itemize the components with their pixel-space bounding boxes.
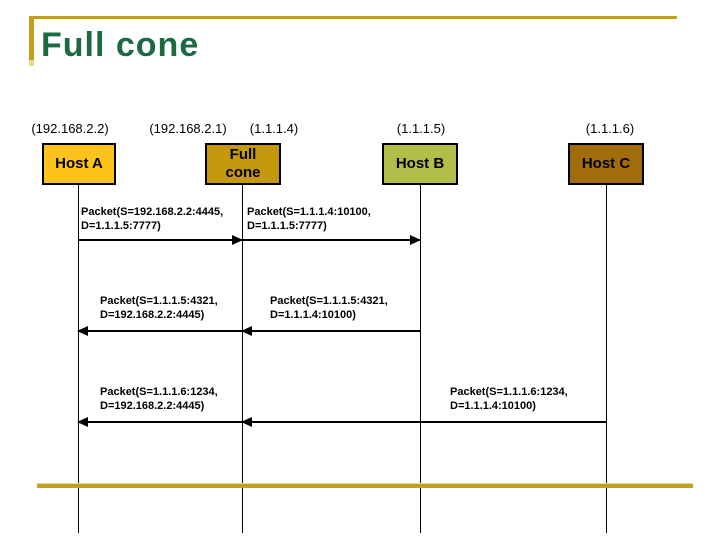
packet-label-line: D=1.1.1.5:7777): [247, 220, 327, 232]
title-accent-bar-tip: [29, 60, 34, 66]
arrow-b-to-nat: [241, 326, 420, 336]
lifeline-host-c: [606, 185, 607, 533]
node-host-a: Host A: [42, 143, 116, 185]
lifeline-nat: [242, 185, 243, 533]
node-nat-label-line1: Full: [229, 146, 257, 163]
arrow-c-to-nat: [241, 417, 606, 427]
node-nat-label-line2: cone: [225, 164, 261, 181]
title-accent-bar: [29, 16, 34, 60]
packet-label-line: Packet(S=192.168.2.2:4445,: [81, 206, 224, 218]
packet-label-nat-to-b: Packet(S=1.1.1.4:10100, D=1.1.1.5:7777): [247, 205, 371, 233]
packet-label-line: Packet(S=1.1.1.6:1234,: [450, 386, 568, 398]
bottom-gold-rule: [37, 483, 693, 488]
arrow-nat-to-b: [242, 235, 421, 245]
packet-label-line: Packet(S=1.1.1.5:4321,: [270, 295, 388, 307]
packet-label-line: Packet(S=1.1.1.5:4321,: [100, 295, 218, 307]
arrowhead-right-icon: [410, 235, 421, 245]
lifeline-host-b: [420, 185, 421, 533]
node-full-cone-nat: Full cone: [205, 143, 281, 185]
page-title: Full cone: [41, 26, 200, 64]
packet-label-b-to-nat: Packet(S=1.1.1.5:4321, D=1.1.1.4:10100): [270, 294, 388, 322]
top-gold-rule: [30, 16, 677, 19]
node-host-a-label: Host A: [55, 155, 103, 172]
packet-label-line: D=1.1.1.5:7777): [81, 220, 161, 232]
packet-label-nat-to-a: Packet(S=1.1.1.5:4321, D=192.168.2.2:444…: [100, 294, 218, 322]
packet-label-line: D=1.1.1.4:10100): [270, 309, 356, 321]
packet-label-c-to-nat: Packet(S=1.1.1.6:1234, D=1.1.1.4:10100): [450, 385, 568, 413]
lifeline-host-a: [78, 185, 79, 533]
packet-label-line: Packet(S=1.1.1.6:1234,: [100, 386, 218, 398]
ip-label-nat-private: (192.168.2.1): [149, 121, 227, 136]
arrowhead-left-icon: [241, 326, 252, 336]
arrow-nat-to-a-row3: [77, 417, 242, 427]
packet-label-nat-to-a-from-c: Packet(S=1.1.1.6:1234, D=192.168.2.2:444…: [100, 385, 218, 413]
node-host-b-label: Host B: [395, 155, 445, 172]
arrow-a-to-nat: [78, 235, 243, 245]
ip-label-host-a: (192.168.2.2): [31, 121, 109, 136]
packet-label-line: D=192.168.2.2:4445): [100, 400, 205, 412]
ip-label-nat-public: (1.1.1.4): [249, 121, 299, 136]
arrowhead-right-icon: [232, 235, 243, 245]
packet-label-line: D=192.168.2.2:4445): [100, 309, 205, 321]
ip-label-host-b: (1.1.1.5): [396, 121, 446, 136]
arrowhead-left-icon: [241, 417, 252, 427]
arrowhead-left-icon: [77, 326, 88, 336]
packet-label-line: D=1.1.1.4:10100): [450, 400, 536, 412]
node-host-c-label: Host C: [581, 155, 631, 172]
arrowhead-left-icon: [77, 417, 88, 427]
node-host-b: Host B: [382, 143, 458, 185]
node-host-c: Host C: [568, 143, 644, 185]
arrow-nat-to-a: [77, 326, 242, 336]
packet-label-a-to-nat: Packet(S=192.168.2.2:4445, D=1.1.1.5:777…: [81, 205, 223, 233]
packet-label-line: Packet(S=1.1.1.4:10100,: [247, 206, 371, 218]
ip-label-host-c: (1.1.1.6): [585, 121, 635, 136]
